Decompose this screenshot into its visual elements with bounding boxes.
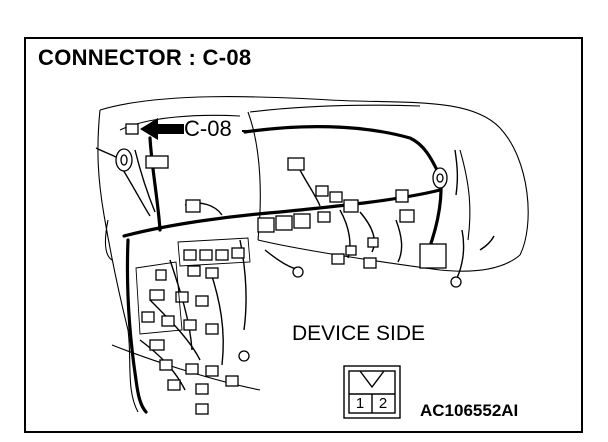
grommets	[115, 148, 462, 362]
connector-blocks	[125, 123, 447, 415]
callout-arrow	[140, 118, 184, 140]
connector-face-symbol	[343, 365, 401, 419]
view-label: DEVICE SIDE	[292, 322, 426, 345]
panel-outline	[135, 237, 251, 335]
connector-callout-label: C-08	[184, 116, 232, 141]
connector-c08-block	[125, 123, 139, 135]
diagram-title: CONNECTOR : C-08	[38, 45, 252, 70]
reference-code: AC106552AI	[420, 401, 519, 420]
connector-pin-1: 1	[355, 395, 365, 412]
connector-pin-2: 2	[378, 395, 388, 412]
diagram-frame	[24, 37, 583, 433]
